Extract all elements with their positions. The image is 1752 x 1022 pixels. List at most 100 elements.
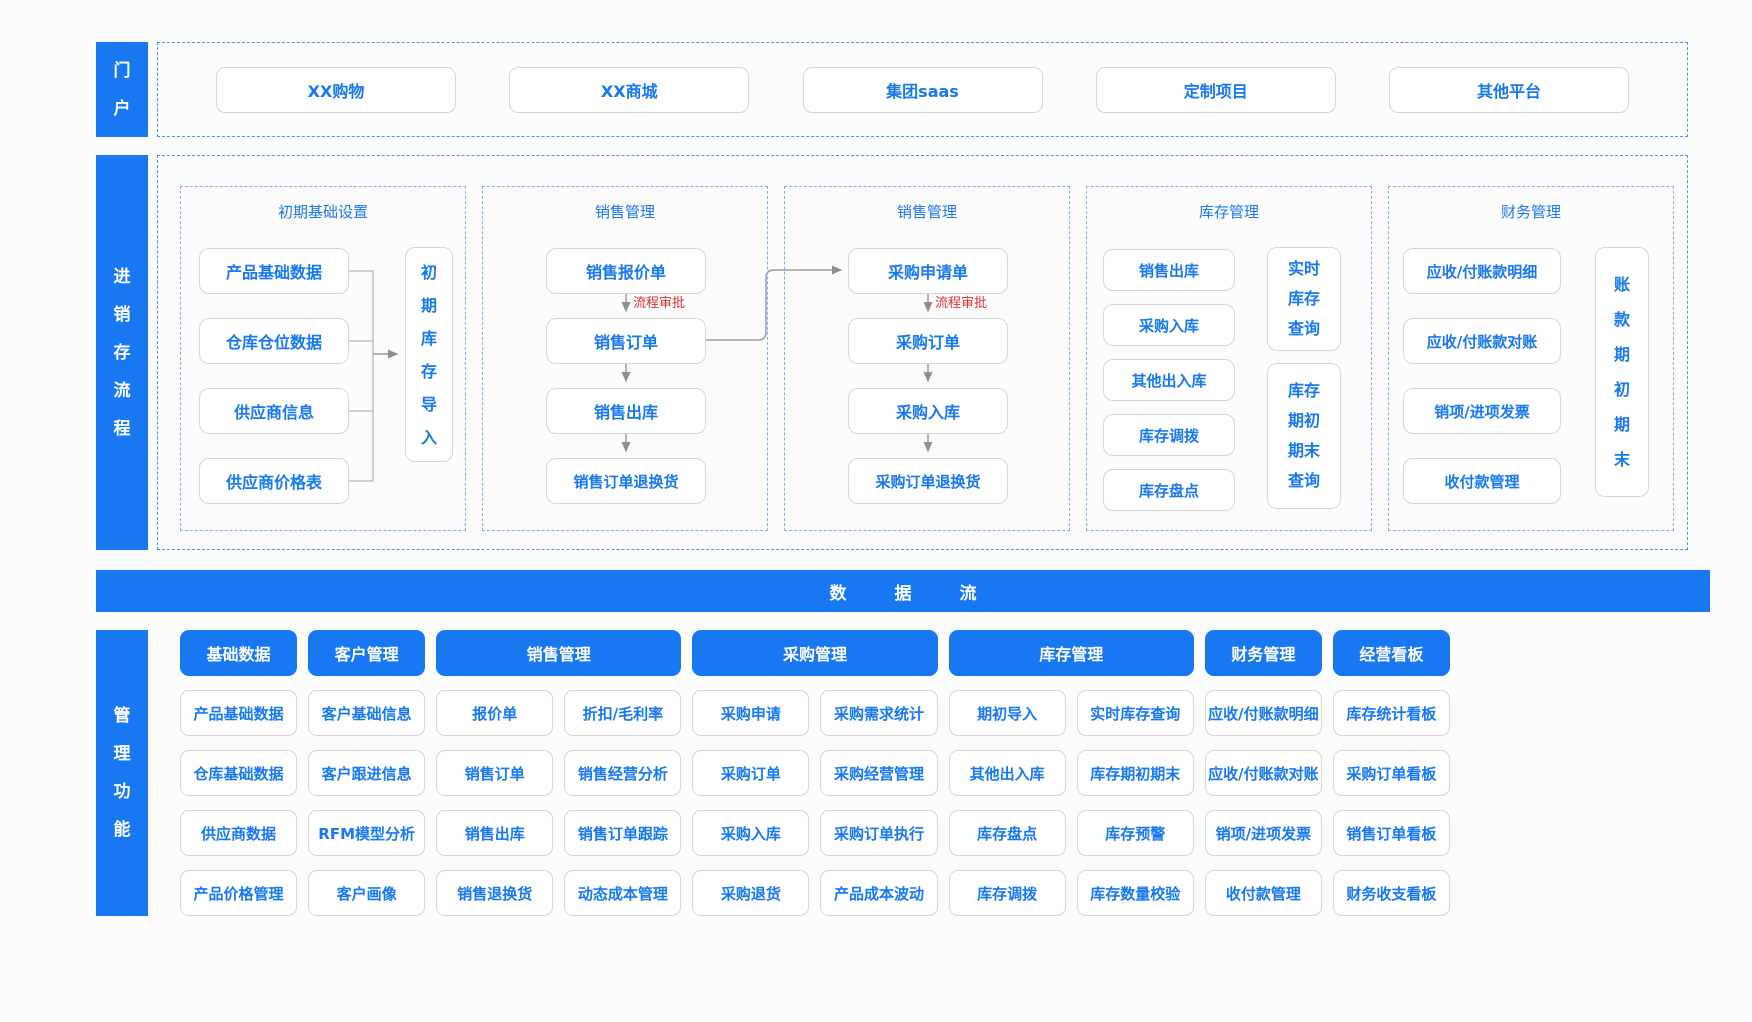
flow-box: 采购入库 [1103,304,1235,346]
flow-box: 库存调拨 [1103,414,1235,456]
panel-title: 初期基础设置 [277,203,368,221]
portal-item: XX购物 [216,66,456,113]
function-cell: 应收/付账款对账 [1204,750,1322,796]
flow-box: 仓库仓位数据 [199,318,349,364]
panel-purchase-flow: 销售管理 采购申请单 流程审批 采购订单 采购入库 采购订单退换货 [784,186,1070,531]
portal-section-bar: 门户 [96,42,148,137]
function-cell: 采购经营管理 [820,750,938,796]
function-cell: 客户基础信息 [308,690,426,736]
portal-item-label: XX购物 [307,81,365,101]
portal-item-label: 定制项目 [1183,81,1248,101]
module-header-sales: 销售管理 [436,630,682,676]
function-cell: 产品价格管理 [180,870,298,916]
process-section-label: 进销存流程 [113,266,131,439]
panel-initial-setup: 初期基础设置 产品基础数据 仓库仓位数据 供应商信息 供应商价格表 初期库存导入 [180,186,466,531]
portal-section-label: 门户 [113,60,131,119]
data-flow-label: 数据流 [829,583,1025,604]
function-cell: 库存盘点 [948,810,1066,856]
function-cell: 收付款管理 [1204,870,1322,916]
function-cell: 供应商数据 [180,810,298,856]
flow-box: 应收/付账款对账 [1403,318,1561,364]
approval-label: 流程审批 [935,296,988,311]
flow-box: 销项/进项发票 [1403,388,1561,434]
function-cell: 采购订单 [692,750,810,796]
function-cell: 销售订单 [436,750,554,796]
function-cell: 仓库基础数据 [180,750,298,796]
approval-label: 流程审批 [633,296,686,311]
panel-finance: 财务管理 应收/付账款明细 应收/付账款对账 销项/进项发票 收付款管理 账款期… [1388,186,1674,531]
flow-box: 销售报价单 [546,248,706,294]
flow-box: 销售订单 [546,318,706,364]
management-grid: 基础数据 客户管理 销售管理 采购管理 库存管理 财务管理 经营看板 产品基础数… [180,630,1450,916]
function-cell: 应收/付账款明细 [1204,690,1322,736]
portal-item: 其他平台 [1389,66,1629,113]
function-cell: 报价单 [436,690,554,736]
management-section-bar: 管理功能 [96,630,148,916]
flow-box: 其他出入库 [1103,359,1235,401]
flow-box: 销售出库 [546,388,706,434]
process-section: 初期基础设置 产品基础数据 仓库仓位数据 供应商信息 供应商价格表 初期库存导入… [157,155,1688,550]
panel-title: 财务管理 [1500,203,1561,221]
flow-box: 库存盘点 [1103,469,1235,511]
function-cell: 产品基础数据 [180,690,298,736]
module-header-purchase: 采购管理 [692,630,938,676]
function-cell: 客户画像 [308,870,426,916]
portal-item: 集团saas [802,66,1043,113]
function-cell: 财务收支看板 [1332,870,1450,916]
function-cell: 销售经营分析 [564,750,682,796]
portal-item: 定制项目 [1095,66,1336,113]
data-flow-banner: 数据流 [96,570,1710,612]
function-cell: 期初导入 [948,690,1066,736]
function-cell: 库存调拨 [948,870,1066,916]
function-cell: 库存统计看板 [1332,690,1450,736]
function-cell: 销售出库 [436,810,554,856]
flow-box: 供应商价格表 [199,458,349,504]
flow-box: 采购申请单 [848,248,1008,294]
module-header-dashboard: 经营看板 [1332,630,1450,676]
function-cell: 实时库存查询 [1076,690,1194,736]
function-cell: 采购需求统计 [820,690,938,736]
panel-title: 销售管理 [896,203,957,221]
flow-box: 采购订单退换货 [848,458,1008,504]
vertical-flow-box: 实时库存查询 [1267,247,1341,351]
function-cell: 采购订单看板 [1332,750,1450,796]
function-cell: 客户跟进信息 [308,750,426,796]
function-cell: 销项/进项发票 [1204,810,1322,856]
function-cell: 产品成本波动 [820,870,938,916]
module-header-inventory: 库存管理 [948,630,1194,676]
portal-section: XX购物 XX商城 集团saas 定制项目 其他平台 [157,42,1688,137]
vertical-flow-box: 库存期初期末查询 [1267,363,1341,509]
function-cell: 库存期初期末 [1076,750,1194,796]
process-section-bar: 进销存流程 [96,155,148,550]
function-cell: 采购申请 [692,690,810,736]
module-header-basic-data: 基础数据 [180,630,298,676]
portal-item-label: XX商城 [600,81,658,101]
vertical-flow-box: 初期库存导入 [405,247,453,462]
flow-box: 产品基础数据 [199,248,349,294]
function-cell: RFM模型分析 [308,810,426,856]
vertical-flow-box: 账款期初期末 [1595,247,1649,497]
panel-sales-flow: 销售管理 销售报价单 流程审批 销售订单 销售出库 销售订单退换货 [482,186,768,531]
module-header-customer: 客户管理 [308,630,426,676]
flow-box: 收付款管理 [1403,458,1561,504]
portal-item-label: 集团saas [886,81,959,101]
function-cell: 折扣/毛利率 [564,690,682,736]
function-cell: 库存预警 [1076,810,1194,856]
flow-box: 销售订单退换货 [546,458,706,504]
function-cell: 库存数量校验 [1076,870,1194,916]
flow-box: 销售出库 [1103,249,1235,291]
module-header-finance: 财务管理 [1204,630,1322,676]
function-cell: 销售订单看板 [1332,810,1450,856]
function-cell: 采购退货 [692,870,810,916]
flow-box: 采购订单 [848,318,1008,364]
function-cell: 动态成本管理 [564,870,682,916]
flow-box: 应收/付账款明细 [1403,248,1561,294]
function-cell: 销售退换货 [436,870,554,916]
panel-title: 库存管理 [1198,203,1259,221]
function-cell: 采购入库 [692,810,810,856]
function-cell: 销售订单跟踪 [564,810,682,856]
flow-box: 采购入库 [848,388,1008,434]
portal-item-label: 其他平台 [1476,81,1541,101]
panel-inventory: 库存管理 销售出库 采购入库 其他出入库 库存调拨 库存盘点 实时库存查询 库存… [1086,186,1372,531]
function-cell: 其他出入库 [948,750,1066,796]
